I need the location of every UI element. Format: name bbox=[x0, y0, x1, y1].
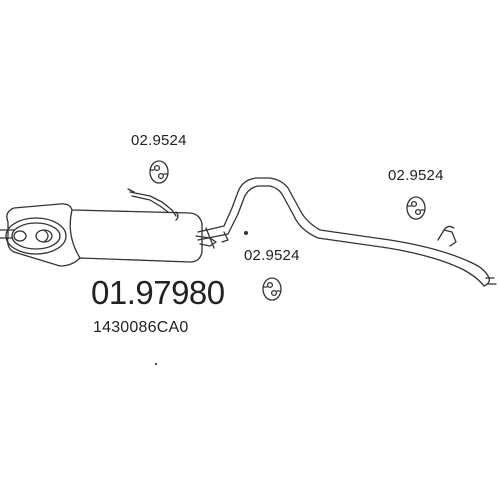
part-number: 01.97980 bbox=[91, 274, 225, 311]
hanger-label-1: 02.9524 bbox=[131, 132, 187, 149]
muffler-drawing bbox=[0, 203, 203, 267]
bolt-dot bbox=[244, 231, 248, 235]
tail-pipe-drawing bbox=[195, 177, 497, 287]
speck-dot bbox=[154, 362, 158, 366]
oem-number: 1430086CA0 bbox=[93, 319, 189, 336]
hanger-drawing-2 bbox=[406, 196, 426, 220]
hanger-drawing-1 bbox=[149, 160, 169, 184]
hanger-label-3: 02.9524 bbox=[244, 247, 300, 264]
hanger-label-2: 02.9524 bbox=[388, 167, 444, 184]
muffler-hanger-rods bbox=[127, 188, 179, 221]
hanger-drawing-3 bbox=[262, 277, 282, 301]
